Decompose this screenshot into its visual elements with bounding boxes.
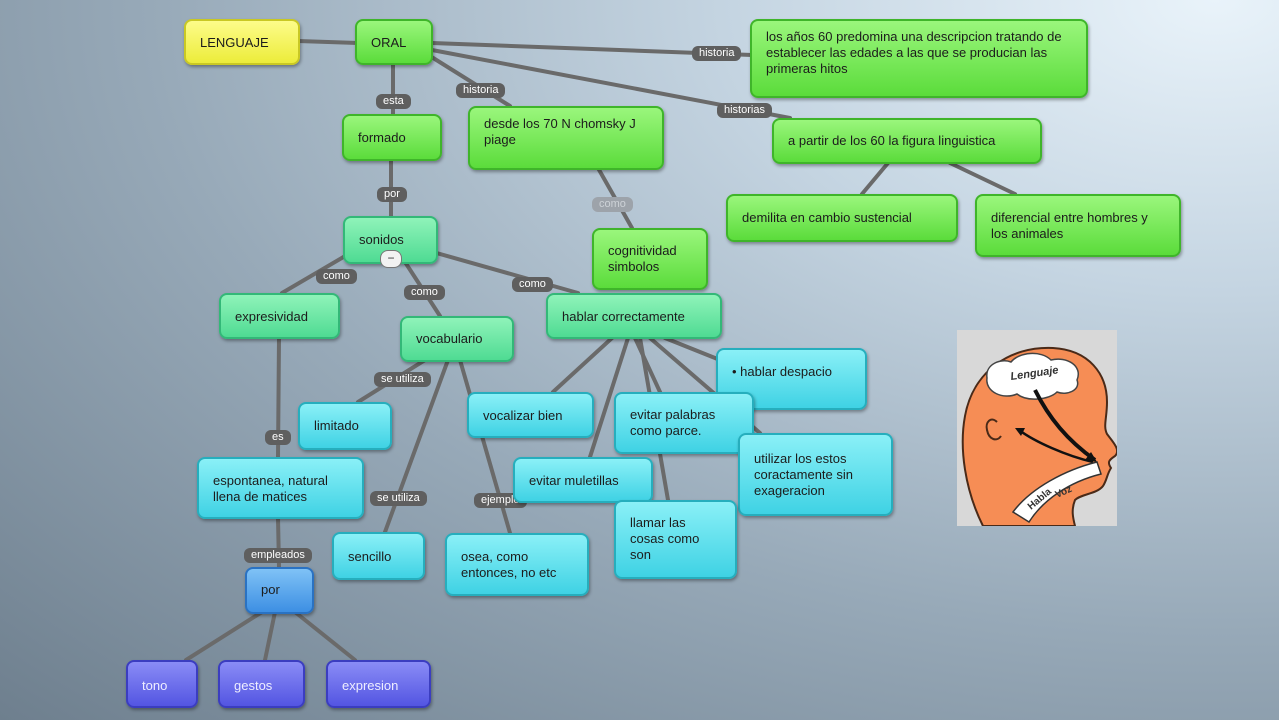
concept-vocabulario[interactable]: vocabulario [400,316,514,362]
link-label-como: como [512,277,553,292]
link-label-esta: esta [376,94,411,109]
concept-historia-60[interactable]: los años 60 predomina una descripcion tr… [750,19,1088,98]
concept-formado[interactable]: formado [342,114,442,161]
concept-hablar-correctamente[interactable]: hablar correctamente [546,293,722,339]
link-hablar-despacio [663,336,722,362]
link-label-como: como [404,285,445,300]
concept-diferencial[interactable]: diferencial entre hombres y los animales [975,194,1181,257]
link-hablar-muletillas [588,336,630,459]
concept-gestos[interactable]: gestos [218,660,305,708]
concept-vocalizar-bien[interactable]: vocalizar bien [467,392,594,438]
link-label-como: como [316,269,357,284]
link-por-expresion [293,610,357,662]
concept-figura-linguistica[interactable]: a partir de los 60 la figura linguistica [772,118,1042,164]
link-label-se-utiliza: se utiliza [374,372,431,387]
concept-lenguaje[interactable]: LENGUAJE [184,19,300,65]
concept-utilizar-gestos[interactable]: utilizar los estos coractamente sin exag… [738,433,893,516]
concept-expresividad[interactable]: expresividad [219,293,340,339]
collapse-button[interactable]: − [380,250,402,268]
concept-evitar-muletillas[interactable]: evitar muletillas [513,457,653,503]
link-sonidos-hablar [431,250,580,295]
link-hablar-vocalizar [551,336,614,394]
link-label-es: es [265,430,291,445]
link-label-empleados: empleados [244,548,312,563]
concept-espontanea[interactable]: espontanea, natural llena de matices [197,457,364,519]
concept-cognitividad[interactable]: cognitividad simbolos [592,228,708,290]
concept-tono[interactable]: tono [126,660,198,708]
concept-oral[interactable]: ORAL [355,19,433,65]
link-label-como: como [592,197,633,212]
concept-demilita[interactable]: demilita en cambio sustencial [726,194,958,242]
concept-evitar-palabras[interactable]: evitar palabras como parce. [614,392,754,454]
link-figura-diferencial [948,161,1017,196]
concept-sencillo[interactable]: sencillo [332,532,425,580]
concept-hablar-despacio[interactable]: • hablar despacio [716,348,867,410]
link-label-historia: historia [456,83,506,98]
link-label-historia: historia [692,46,742,61]
link-label-por: por [377,187,407,202]
concept-limitado[interactable]: limitado [298,402,392,450]
link-por-gestos [263,610,277,662]
concept-chomsky[interactable]: desde los 70 N chomsky J piage [468,106,664,170]
link-label-historias: historias [717,103,772,118]
link-label-se-utiliza: se utiliza [370,491,427,506]
link-figura-demilita [860,161,890,196]
concept-por[interactable]: por [245,567,314,614]
link-hablar-evitar [633,336,662,394]
concept-osea[interactable]: osea, como entonces, no etc [445,533,589,596]
link-por-tono [184,610,264,662]
link-lenguaje-oral [296,39,360,45]
head-illustration: Lenguaje Habla Voz [957,330,1117,526]
concept-expresion[interactable]: expresion [326,660,431,708]
concept-llamar-las-cosas[interactable]: llamar las cosas como son [614,500,737,579]
